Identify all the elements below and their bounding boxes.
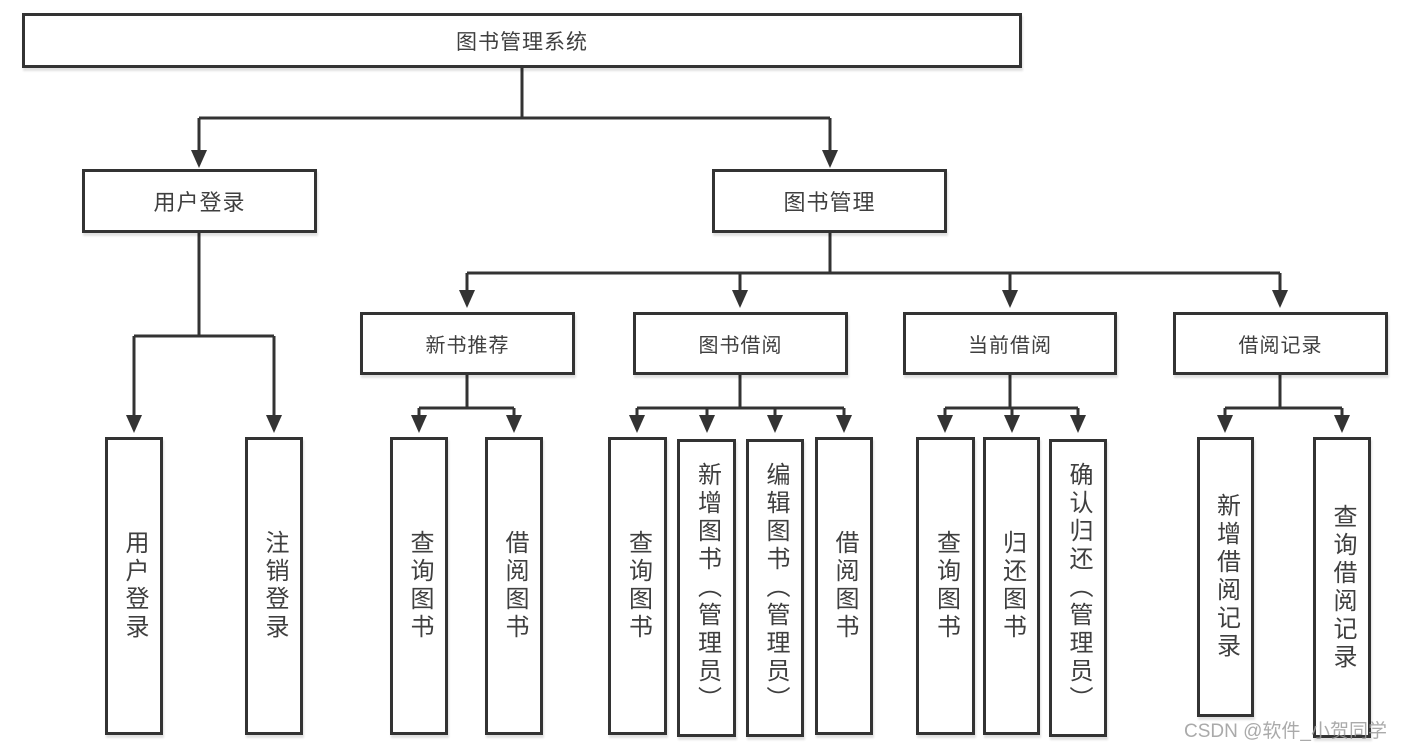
arrowhead <box>937 415 953 433</box>
arrowhead <box>629 415 645 433</box>
leaf-current-confirm-return-admin: 确认归还（管理员） <box>1049 439 1107 737</box>
arrowhead <box>699 415 715 433</box>
arrowhead <box>191 150 207 168</box>
node-label: 查询图书 <box>624 530 652 642</box>
leaf-current-query-books: 查询图书 <box>916 437 975 735</box>
arrowhead <box>1002 290 1018 308</box>
csdn-watermark: CSDN @软件_小贺同学 <box>1184 721 1387 742</box>
arrowhead <box>1334 415 1350 433</box>
node-borrowing-records: 借阅记录 <box>1173 312 1388 375</box>
node-label: 确认归还（管理员） <box>1065 462 1092 714</box>
arrowhead <box>411 415 427 433</box>
leaf-records-query-record: 查询借阅记录 <box>1313 437 1371 738</box>
node-label: 借阅图书 <box>501 530 528 642</box>
arrowhead <box>459 290 475 308</box>
leaf-recommend-query-books: 查询图书 <box>390 437 448 735</box>
node-label: 编辑图书（管理员） <box>762 462 789 714</box>
leaf-borrowing-borrow-books: 借阅图书 <box>815 437 873 735</box>
node-label: 注销登录 <box>261 530 288 642</box>
node-label: 图书借阅 <box>698 335 783 357</box>
node-label: 查询借阅记录 <box>1329 503 1356 672</box>
node-book-management: 图书管理 <box>712 169 947 233</box>
leaf-recommend-borrow-books: 借阅图书 <box>485 437 543 735</box>
leaf-borrowing-add-books-admin: 新增图书（管理员） <box>677 439 736 737</box>
node-label: 用户登录 <box>121 530 148 642</box>
node-label: 新书推荐 <box>425 335 510 357</box>
arrowhead <box>1070 415 1086 433</box>
arrowhead <box>732 290 748 308</box>
node-label: 归还图书 <box>998 530 1026 642</box>
arrowhead <box>266 415 282 433</box>
arrowhead <box>822 150 838 168</box>
node-label: 查询图书 <box>932 530 960 642</box>
node-book-borrowing: 图书借阅 <box>633 312 848 375</box>
node-label: 当前借阅 <box>968 335 1052 357</box>
leaf-borrowing-query-books: 查询图书 <box>608 437 667 735</box>
arrowhead <box>1217 415 1233 433</box>
node-label: 借阅记录 <box>1238 335 1323 357</box>
leaf-logout-login: 注销登录 <box>245 437 303 735</box>
node-label: 新增借阅记录 <box>1212 493 1240 661</box>
arrowhead <box>1272 290 1288 308</box>
arrowhead <box>126 415 142 433</box>
node-new-book-recommend: 新书推荐 <box>360 312 575 375</box>
leaf-current-return-books: 归还图书 <box>983 437 1040 735</box>
node-user-login: 用户登录 <box>82 169 317 233</box>
node-label: 图书管理系统 <box>456 30 588 54</box>
node-label: 图书管理 <box>783 190 876 215</box>
leaf-user-login: 用户登录 <box>105 437 163 735</box>
leaf-records-add-record: 新增借阅记录 <box>1197 437 1254 717</box>
arrowhead <box>767 415 783 433</box>
node-current-borrowing: 当前借阅 <box>903 312 1117 375</box>
node-label: 借阅图书 <box>831 530 858 642</box>
node-label: 新增图书（管理员） <box>693 462 721 714</box>
node-label: 用户登录 <box>153 190 246 215</box>
node-label: 查询图书 <box>406 530 433 642</box>
arrowhead <box>836 415 852 433</box>
arrowhead <box>506 415 522 433</box>
arrowhead <box>1004 415 1020 433</box>
node-library-management-system: 图书管理系统 <box>22 13 1022 68</box>
leaf-borrowing-edit-books-admin: 编辑图书（管理员） <box>746 439 804 737</box>
